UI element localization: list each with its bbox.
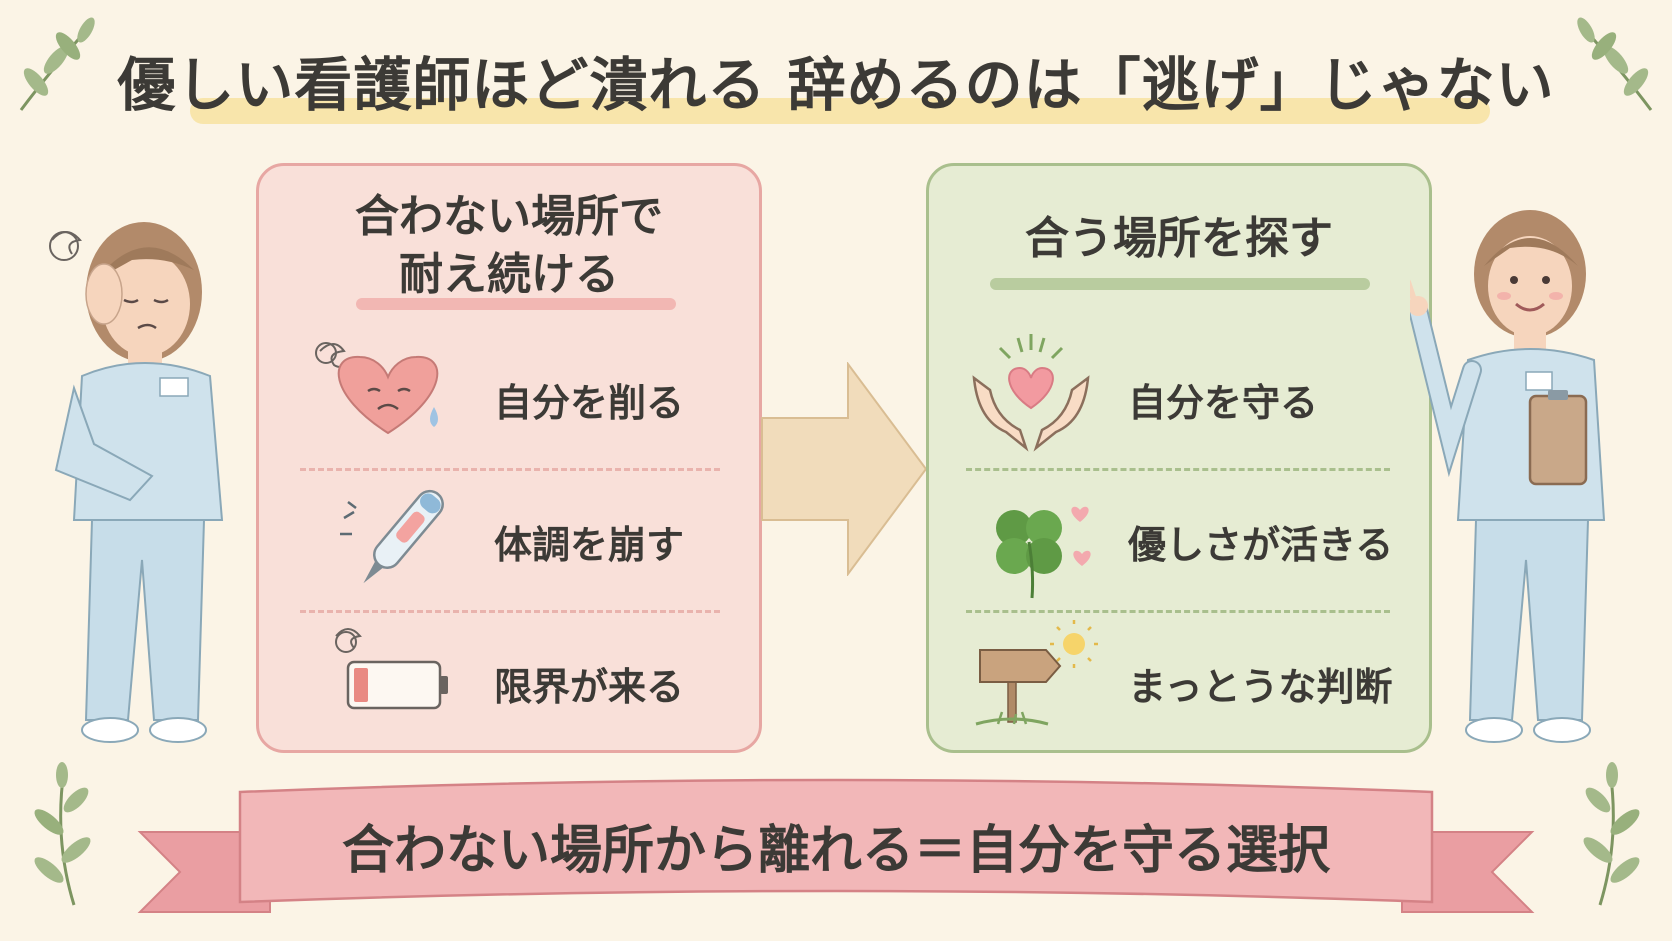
right-item-label-1: 自分を守る: [1128, 381, 1319, 425]
hands-heart-icon: [972, 334, 1090, 452]
leaf-sprig-icon: [1583, 762, 1640, 906]
left-title-underline: [356, 298, 676, 310]
sad-heart-icon: [315, 342, 439, 435]
right-divider-2: [966, 610, 1390, 613]
leaf-sprig-icon: [34, 762, 91, 906]
left-divider-2: [300, 610, 720, 613]
left-item-label-3: 限界が来る: [494, 665, 685, 709]
right-arrow-icon: [761, 362, 928, 576]
right-title-underline: [990, 278, 1370, 290]
title-highlight: [190, 98, 1490, 124]
signpost-icon: [975, 620, 1098, 726]
right-item-label-3: まっとうな判断: [1128, 665, 1393, 709]
tired-nurse-illustration: [49, 222, 224, 743]
left-panel-title-line2: 耐え続ける: [399, 249, 619, 300]
right-divider-1: [966, 468, 1390, 471]
right-item-label-2: 優しさが活きる: [1128, 523, 1394, 567]
right-panel-title: 合う場所を探す: [1025, 213, 1333, 264]
left-panel-title-line1: 合わない場所で: [355, 191, 663, 242]
ribbon-banner: [137, 778, 1535, 913]
thermometer-icon: [340, 489, 444, 584]
banner-text: 合わない場所から離れる＝自分を守る選択: [341, 821, 1330, 881]
happy-nurse-illustration: [1410, 210, 1606, 743]
low-battery-icon: [335, 628, 448, 710]
left-panel: [256, 163, 762, 753]
clover-icon: [996, 506, 1091, 599]
left-item-label-2: 体調を崩す: [494, 523, 685, 567]
leaf-sprig-icon: [1577, 17, 1653, 111]
page-title: 優しい看護師ほど潰れる 辞めるのは「逃げ」じゃない: [117, 51, 1555, 119]
left-item-label-1: 自分を削る: [494, 381, 685, 425]
leaf-sprig-icon: [19, 17, 95, 111]
left-divider-1: [300, 468, 720, 471]
